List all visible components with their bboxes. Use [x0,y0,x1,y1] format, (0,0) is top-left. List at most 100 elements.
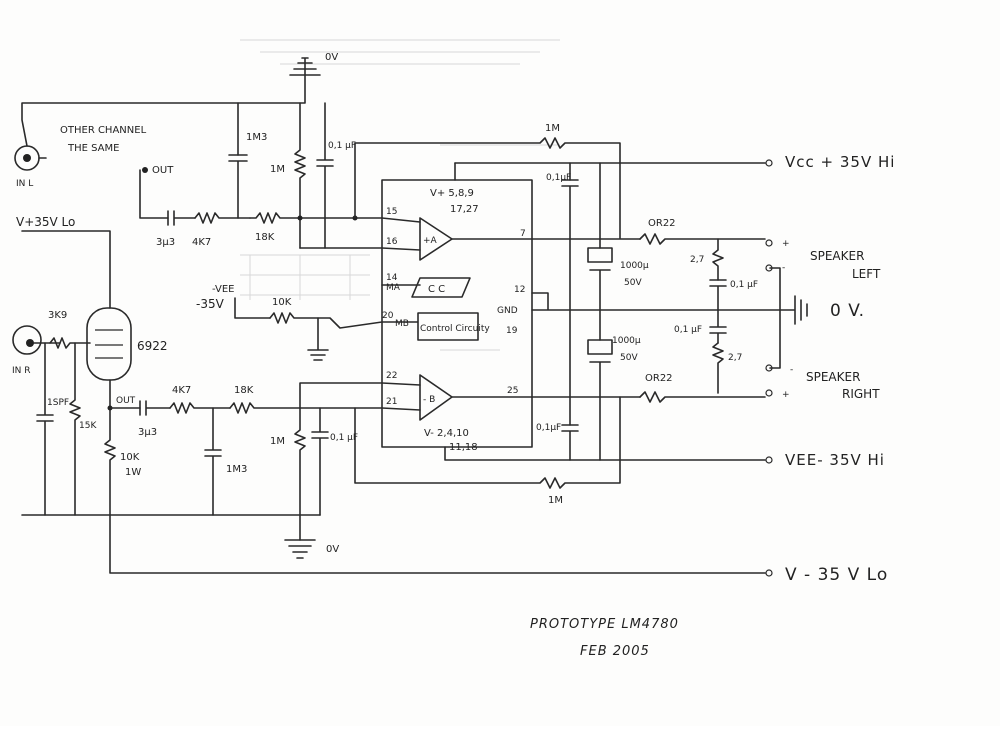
label-gnd: GND [497,306,518,316]
label-out-top: OUT [152,165,174,176]
label-vminus-lo: V - 35 V Lo [785,565,888,585]
resistor-1m-feedback-bot [354,396,621,489]
label-c-1m3-bot: 1M3 [226,464,247,475]
label-pin-21: 21 [386,397,397,407]
capacitor-01uf-top [316,102,334,249]
label-r-1m-feedback-top: 1M [545,123,560,134]
label-pin-mb: MB [395,319,409,329]
capacitor-01uf-bot [311,407,329,516]
label-pin-25: 25 [507,386,518,396]
wire-bottom-ground-rail [21,514,321,541]
cc-box [381,277,471,298]
resistor-15k [69,342,81,516]
terminal-speaker-left-plus [765,239,773,247]
label-pin-7: 7 [520,229,526,239]
resistor-2-7-top [712,238,724,281]
label-pin-15: 15 [386,207,397,217]
label-or22-bot: OR22 [645,373,673,384]
capacitor-3u3-top [167,210,196,226]
label-pin-20: 20 [382,311,394,321]
capacitor-01uf-a [561,179,579,426]
label-other-channel-2: THE SAME [67,143,119,154]
capacitor-1m3-bot [204,407,222,516]
label-c-3u3-top: 3µ3 [156,237,175,248]
label-r-1m-feedback-bot: 1M [548,495,563,506]
resistor-4k7-top [194,212,251,224]
capacitor-3u3-bot [139,400,171,416]
label-cc-box: C C [428,284,445,295]
wire-vminus-lo [109,514,766,574]
resistor-18k-top [249,212,383,224]
opamp-a [381,217,533,261]
node-out-top [142,167,148,173]
capacitor-01uf-b [561,424,579,461]
resistor-4k7-bot [169,402,231,414]
resistor-or22-bot [639,391,766,403]
label-minus-2: - [790,365,793,375]
show-through-marks [240,39,560,351]
input-jack-left [14,145,47,171]
label-r-1sp: 1SPF [47,398,69,408]
label-pin-22: 22 [386,371,397,381]
label-or22-top: OR22 [648,218,676,229]
tube-6922 [86,307,132,381]
label-pin-19: 19 [506,326,518,336]
label-r-1m-bot: 1M [270,436,285,447]
wire-vplus-rail [569,162,601,249]
ground-symbol-bot [284,539,316,559]
label-amp-b: - B [423,395,435,405]
label-zero-v-bot: 0V [326,544,339,555]
label-r-27-top: 2,7 [690,255,704,265]
label-r-15k: 15K [79,421,97,431]
resistor-2-7-bot [712,342,724,394]
label-c-01uf-bot: 0,1 µF [330,433,358,443]
label-c-1000u-top: 1000µ [620,261,649,271]
label-vminus-pins2: 11,18 [449,442,478,453]
label-vplus-lo: V+35V Lo [16,215,75,229]
resistor-18k-bot [229,402,383,414]
terminal-vminus-lo [765,569,773,577]
wire-pin22 [299,382,383,409]
wire-speaker-mid [769,267,781,369]
capacitor-1sp [36,342,54,516]
label-c-01uf-top: 0,1 µF [328,141,356,151]
label-vee-35: -35V [196,297,225,311]
label-v50-top: 50V [624,278,642,288]
terminal-speaker-right-minus [765,364,773,372]
terminal-speaker-right-plus [765,389,773,397]
label-speaker-right-2: RIGHT [842,387,880,401]
resistor-1m-bot [294,407,306,516]
label-r-10k: 10K [272,297,292,308]
label-vee: -VEE [212,284,235,295]
label-zero-v-right: 0 V. [830,301,865,321]
label-pin-ma: MA [386,283,401,293]
chip-outline [381,179,533,448]
label-pin-14: 14 [386,273,398,283]
label-vee-hi: VEE- 35V Hi [785,451,885,469]
terminal-vee-hi [765,456,773,464]
wire-top-rail [21,74,306,147]
label-control-circuity: Control Circuity [420,324,490,334]
label-c-01uf-spk-top: 0,1 µF [730,280,758,290]
opamp-b [381,374,533,421]
wire-vminus-drop [444,446,766,461]
label-in-r: IN R [12,366,31,376]
resistor-3k9 [49,337,91,349]
capacitor-1000u-top [587,247,613,341]
node-top-input [297,215,303,221]
label-c-1000u-bot: 1000µ [612,336,641,346]
label-amp-a: +A [423,236,438,246]
capacitor-1000u-bot [587,339,613,461]
wire-vplus-lo [21,230,111,309]
label-r-27-bot: 2,7 [728,353,742,363]
label-r-1w: 1W [125,467,141,478]
label-plus-1: + [782,239,790,249]
wire-out-top [139,169,169,219]
label-vplus-pins2: 17,27 [450,204,479,215]
capacitor-01uf-spk-bot [709,309,727,344]
resistor-1m-top [294,102,306,249]
label-vminus-pins: V- 2,4,10 [424,428,469,439]
label-r-3k9: 3K9 [48,310,67,321]
